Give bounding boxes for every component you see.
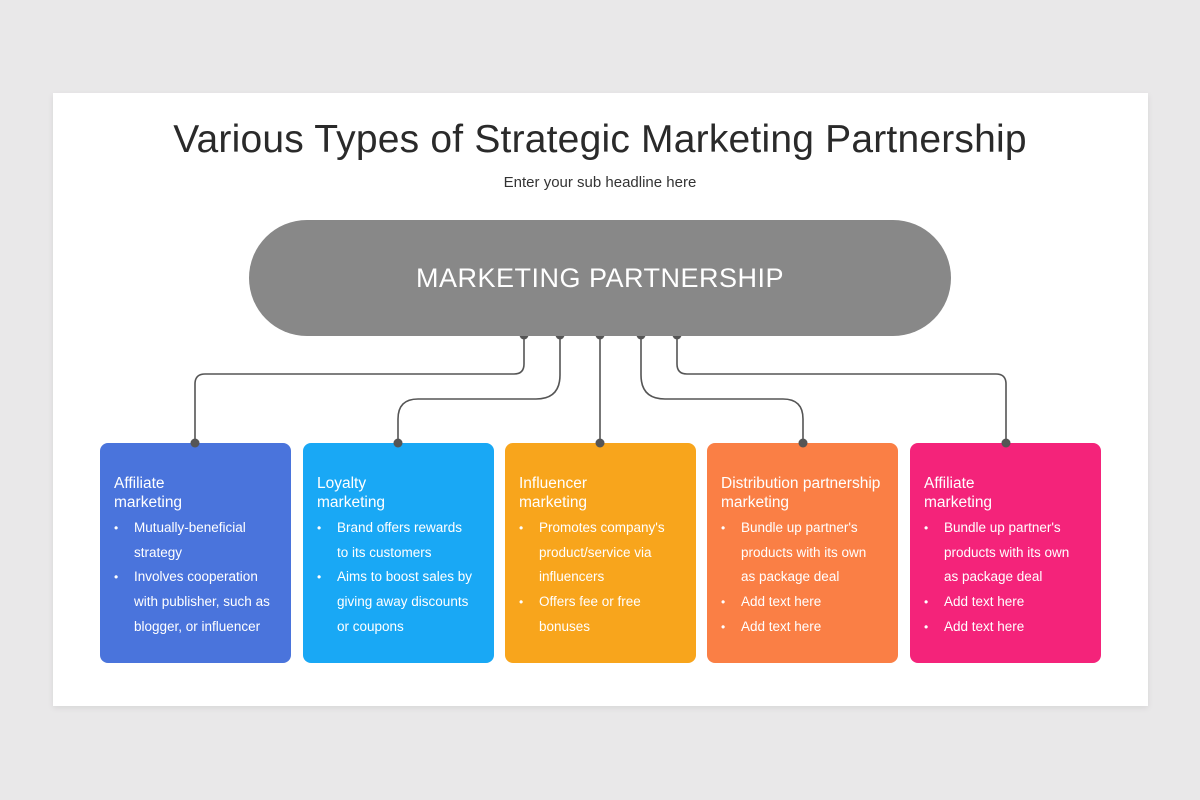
card-title-line: Distribution partnership: [721, 475, 881, 492]
hub-pill: MARKETING PARTNERSHIP: [249, 220, 951, 336]
bullet-line: as package deal: [741, 569, 840, 585]
bullet-line: Add text here: [944, 594, 1025, 610]
card-title: Influencer marketing: [519, 474, 684, 512]
bullet-line: giving away discounts: [337, 594, 469, 610]
bullet-item: Add text here: [721, 590, 886, 615]
card-title: Affiliate marketing: [924, 474, 1089, 512]
bullet-line: influencers: [539, 569, 605, 585]
card-title-line: Loyalty: [317, 475, 367, 492]
bullet-line: Brand offers rewards: [337, 520, 463, 535]
card-influencer-marketing: Influencer marketing Promotes company's …: [505, 443, 696, 663]
bullet-line: products with its own: [944, 544, 1070, 560]
slide-subtitle: Enter your sub headline here: [503, 174, 697, 191]
bullet-item: Mutually-beneficial strategy: [114, 516, 279, 565]
slide-title: Various Types of Strategic Marketing Par…: [173, 118, 1027, 161]
bullet-item: Promotes company's product/service via i…: [519, 516, 684, 590]
card-title: Loyalty marketing: [317, 474, 482, 512]
card-bullets: Bundle up partner's products with its ow…: [721, 516, 886, 640]
card-bullets: Bundle up partner's products with its ow…: [924, 516, 1089, 640]
bullet-line: or coupons: [337, 618, 404, 634]
bullet-line: Promotes company's: [539, 520, 665, 535]
bullet-line: Offers fee or free: [539, 594, 641, 610]
bullet-line: bonuses: [539, 618, 591, 634]
bullet-item: Offers fee or free bonuses: [519, 590, 684, 639]
bullet-line: Add text here: [944, 618, 1025, 634]
card-affiliate-marketing: Affiliate marketing Mutually-beneficial …: [100, 443, 291, 663]
bullet-item: Brand offers rewards to its customers: [317, 516, 482, 565]
card-title-line: Influencer: [519, 475, 588, 492]
card-title-line: marketing: [519, 494, 588, 511]
bullet-line: Bundle up partner's: [944, 520, 1061, 535]
bullet-item: Add text here: [924, 615, 1089, 640]
bullet-line: strategy: [134, 544, 183, 560]
card-title-line: marketing: [721, 494, 790, 511]
card-title-line: Affiliate: [924, 475, 975, 492]
card-title-line: marketing: [317, 494, 386, 511]
card-bullets: Brand offers rewards to its customers Ai…: [317, 516, 482, 640]
bullet-line: Mutually-beneficial: [134, 520, 246, 535]
card-title-line: marketing: [924, 494, 993, 511]
bullet-line: Add text here: [741, 594, 822, 610]
card-title: Affiliate marketing: [114, 474, 279, 512]
bullet-line: products with its own: [741, 544, 867, 560]
card-title-line: marketing: [114, 494, 183, 511]
bullet-line: Involves cooperation: [134, 569, 258, 585]
card-loyalty-marketing: Loyalty marketing Brand offers rewards t…: [303, 443, 494, 663]
card-title: Distribution partnership marketing: [721, 474, 886, 512]
card-bullets: Mutually-beneficial strategy Involves co…: [114, 516, 279, 640]
bullet-item: Add text here: [721, 615, 886, 640]
bullet-item: Aims to boost sales by giving away disco…: [317, 565, 482, 639]
card-distribution-partnership-marketing: Distribution partnership marketing Bundl…: [707, 443, 898, 663]
bullet-item: Bundle up partner's products with its ow…: [924, 516, 1089, 590]
bullet-line: with publisher, such as: [134, 594, 270, 610]
card-affiliate-marketing-2: Affiliate marketing Bundle up partner's …: [910, 443, 1101, 663]
bullet-item: Bundle up partner's products with its ow…: [721, 516, 886, 590]
bullet-line: to its customers: [337, 544, 432, 560]
bullet-item: Involves cooperation with publisher, suc…: [114, 565, 279, 639]
hub-label: MARKETING PARTNERSHIP: [415, 262, 785, 293]
bullet-line: Bundle up partner's: [741, 520, 858, 535]
bullet-line: blogger, or influencer: [134, 618, 261, 634]
bullet-item: Add text here: [924, 590, 1089, 615]
bullet-line: product/service via: [539, 544, 652, 560]
card-title-line: Affiliate: [114, 475, 165, 492]
card-bullets: Promotes company's product/service via i…: [519, 516, 684, 640]
bullet-line: Aims to boost sales by: [337, 569, 473, 585]
bullet-line: as package deal: [944, 569, 1043, 585]
bullet-line: Add text here: [741, 618, 822, 634]
